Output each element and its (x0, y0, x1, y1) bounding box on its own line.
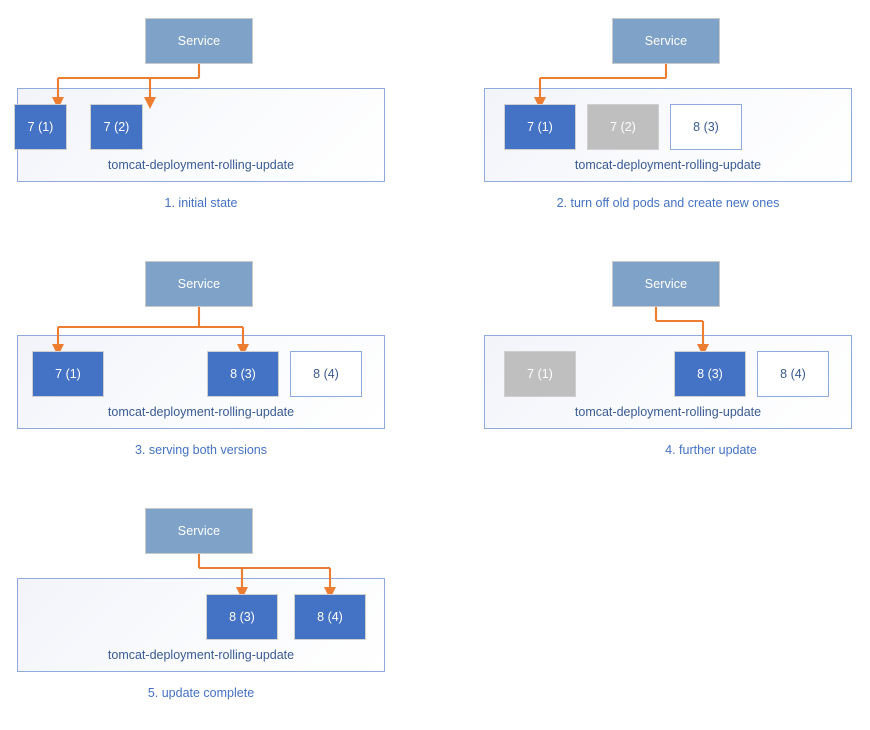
panel-5: Service tomcat-deployment-rolling-update… (0, 490, 435, 730)
panel-4: Service tomcat-deployment-rolling-update… (435, 243, 870, 483)
pod-box: 7 (1) (32, 351, 104, 397)
service-box: Service (145, 508, 253, 554)
deployment-name-label: tomcat-deployment-rolling-update (107, 405, 295, 419)
pod-box: 8 (4) (290, 351, 362, 397)
deployment-name-label: tomcat-deployment-rolling-update (574, 405, 762, 419)
panel-3: Service tomcat-deployment-rolling-update… (0, 243, 435, 483)
pod-box: 7 (1) (504, 351, 576, 397)
pod-box: 8 (3) (207, 351, 279, 397)
pod-box: 8 (3) (674, 351, 746, 397)
panel-caption: 1. initial state (164, 196, 238, 210)
pod-box: 8 (3) (206, 594, 278, 640)
pod-box: 7 (2) (587, 104, 659, 150)
pod-box: 7 (1) (14, 104, 67, 150)
service-box: Service (612, 18, 720, 64)
deployment-name-label: tomcat-deployment-rolling-update (107, 648, 295, 662)
panel-caption: 3. serving both versions (134, 443, 267, 457)
pod-box: 8 (3) (670, 104, 742, 150)
panel-1: Service tomcat-deployment-rolling-update… (0, 0, 435, 240)
deployment-name-label: tomcat-deployment-rolling-update (107, 158, 295, 172)
panel-caption: 5. update complete (147, 686, 255, 700)
deployment-container: tomcat-deployment-rolling-update (17, 88, 385, 182)
panel-2: Service tomcat-deployment-rolling-update… (435, 0, 870, 240)
service-box: Service (612, 261, 720, 307)
pod-box: 8 (4) (294, 594, 366, 640)
panel-caption: 2. turn off old pods and create new ones (556, 196, 780, 210)
service-box: Service (145, 261, 253, 307)
pod-box: 7 (1) (504, 104, 576, 150)
deployment-name-label: tomcat-deployment-rolling-update (574, 158, 762, 172)
pod-box: 8 (4) (757, 351, 829, 397)
pod-box: 7 (2) (90, 104, 143, 150)
panel-caption: 4. further update (665, 443, 757, 457)
service-box: Service (145, 18, 253, 64)
